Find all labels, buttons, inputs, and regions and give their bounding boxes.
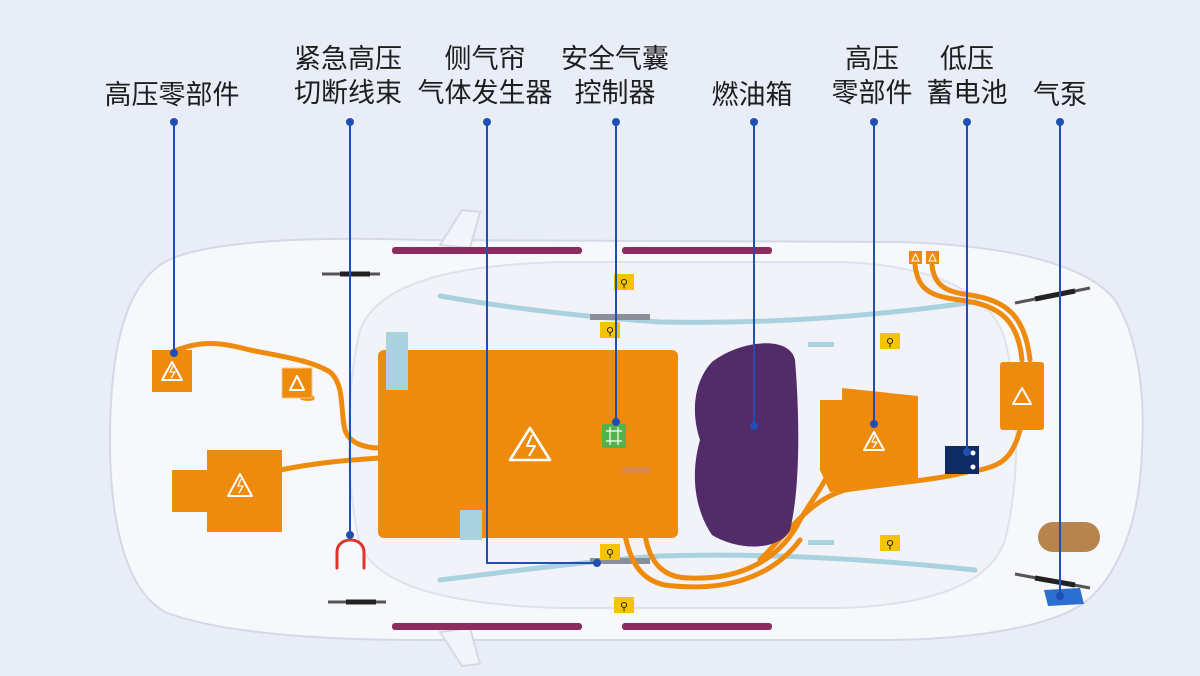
hv-motor-unit <box>172 450 282 532</box>
curtain-inflator-bar-bottom <box>590 558 650 564</box>
fuel-tank <box>694 343 799 547</box>
curtain-airbag-bottom <box>437 552 978 583</box>
svg-text:⚲: ⚲ <box>606 547 614 560</box>
pointer-dots <box>170 118 1064 600</box>
label-emergency-hv-cut: 紧急高压 切断线束 <box>294 44 402 109</box>
door-strip-bottom-2 <box>622 623 772 630</box>
svg-text:⚲: ⚲ <box>606 325 614 338</box>
battery-blue-tab-top <box>386 332 408 390</box>
door-strip-top-2 <box>622 247 772 254</box>
seatbelt-pretensioner-icon: ⚲ ⚲ ⚲ ⚲ ⚲ ⚲ <box>600 274 900 613</box>
svg-text:⚲: ⚲ <box>620 277 628 290</box>
label-airbag-controller: 安全气囊 控制器 <box>561 44 669 109</box>
door-strip-bottom-1 <box>392 623 582 630</box>
small-blue-strip-2 <box>808 540 834 545</box>
curtain-inflator-bar-top <box>590 314 650 320</box>
gas-pump <box>1044 588 1084 606</box>
gas-strut-rear-bottom <box>1014 572 1091 590</box>
hv-component-front-small <box>281 367 313 399</box>
small-blue-strip-1 <box>808 342 834 347</box>
airbag-controller-icon <box>602 424 626 448</box>
hv-component-right <box>1000 362 1044 430</box>
emergency-cut-loop-icon <box>335 538 366 570</box>
curtain-airbag-top <box>437 293 978 325</box>
brown-part <box>1038 522 1100 552</box>
svg-text:⚲: ⚲ <box>886 538 894 551</box>
hv-component-front <box>152 350 192 392</box>
battery-brown-pad <box>622 467 650 473</box>
label-hv-components-rear: 高压 零部件 <box>831 44 913 109</box>
pointer-lines <box>173 122 1061 596</box>
label-fuel-tank: 燃油箱 <box>711 80 793 111</box>
label-lv-battery: 低压 蓄电池 <box>926 44 1008 109</box>
svg-text:⚲: ⚲ <box>886 336 894 349</box>
svg-text:⚲: ⚲ <box>620 600 628 613</box>
label-hv-components-front: 高压零部件 <box>104 80 240 111</box>
low-voltage-battery <box>945 446 979 474</box>
label-gas-pump: 气泵 <box>1033 80 1087 111</box>
gas-strut-rear-top <box>1014 286 1091 305</box>
battery-blue-tab-bottom <box>460 510 482 540</box>
high-voltage-warning-icon <box>161 361 1032 497</box>
label-curtain-airbag: 侧气帘 气体发生器 <box>417 44 553 109</box>
